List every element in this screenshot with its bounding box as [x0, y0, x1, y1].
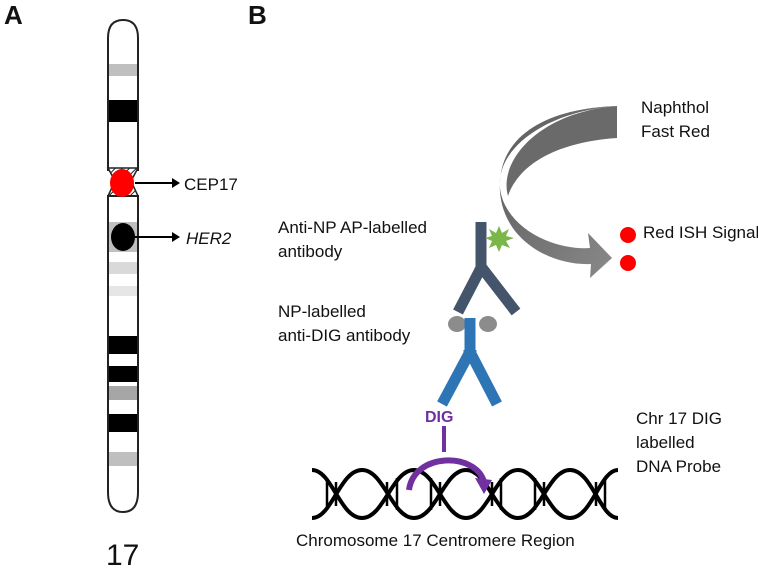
p-band-black [109, 100, 137, 122]
np-hapten-right [479, 316, 497, 332]
probe-label-line3: DNA Probe [636, 457, 721, 476]
probe-label-line2: labelled [636, 433, 695, 452]
substrate-label-line2: Fast Red [641, 122, 710, 141]
dig-label: DIG [425, 409, 453, 426]
substrate-conversion-arrow [499, 106, 617, 278]
panel-label-a: A [4, 0, 23, 30]
red-signal-dot-2 [620, 255, 636, 271]
q-band-grey-5 [109, 452, 137, 466]
probe-label-line1: Chr 17 DIG [636, 409, 722, 428]
ap-enzyme-starburst [485, 226, 514, 252]
her2-marker [111, 223, 135, 251]
np-label-line1: NP-labelled [278, 302, 366, 321]
red-ish-signal-label: Red ISH Signal [643, 223, 758, 242]
dna-strand-2 [311, 467, 619, 521]
cep17-marker [110, 169, 134, 197]
chromosome-p-arm [107, 18, 139, 171]
dna-strand-1 [311, 467, 619, 521]
panel-label-b: B [248, 0, 267, 30]
anti-np-ap-antibody [453, 222, 521, 316]
q-band-black-2 [109, 366, 137, 382]
q-band-grey-4 [109, 386, 137, 400]
cep17-label: CEP17 [184, 175, 238, 194]
substrate-arrow-top-face [506, 106, 617, 196]
np-hapten-left [448, 316, 466, 332]
np-anti-dig-antibody [437, 318, 502, 407]
chromosome-number: 17 [106, 539, 139, 572]
anti-np-label-line2: antibody [278, 242, 343, 261]
cep17-pointer-arrow [135, 178, 180, 188]
dna-base-pairs [325, 478, 607, 510]
dna-double-helix [311, 467, 619, 521]
red-signal-dot-1 [620, 227, 636, 243]
q-band-grey-3 [109, 286, 137, 296]
np-label-line2: anti-DIG antibody [278, 326, 411, 345]
q-band-black-1 [109, 336, 137, 354]
her2-label: HER2 [186, 229, 232, 248]
chromosome-q-arm [107, 195, 139, 514]
centromere-region-label: Chromosome 17 Centromere Region [296, 531, 575, 550]
her2-pointer-arrow [135, 232, 180, 242]
q-band-grey-2 [109, 262, 137, 274]
dig-probe-arc [406, 457, 492, 494]
p-band-grey [109, 64, 137, 76]
chromosome-ideogram: CEP17 HER2 17 [106, 18, 238, 572]
anti-np-label-line1: Anti-NP AP-labelled [278, 218, 427, 237]
substrate-label-line1: Naphthol [641, 98, 709, 117]
q-band-black-3 [109, 414, 137, 432]
